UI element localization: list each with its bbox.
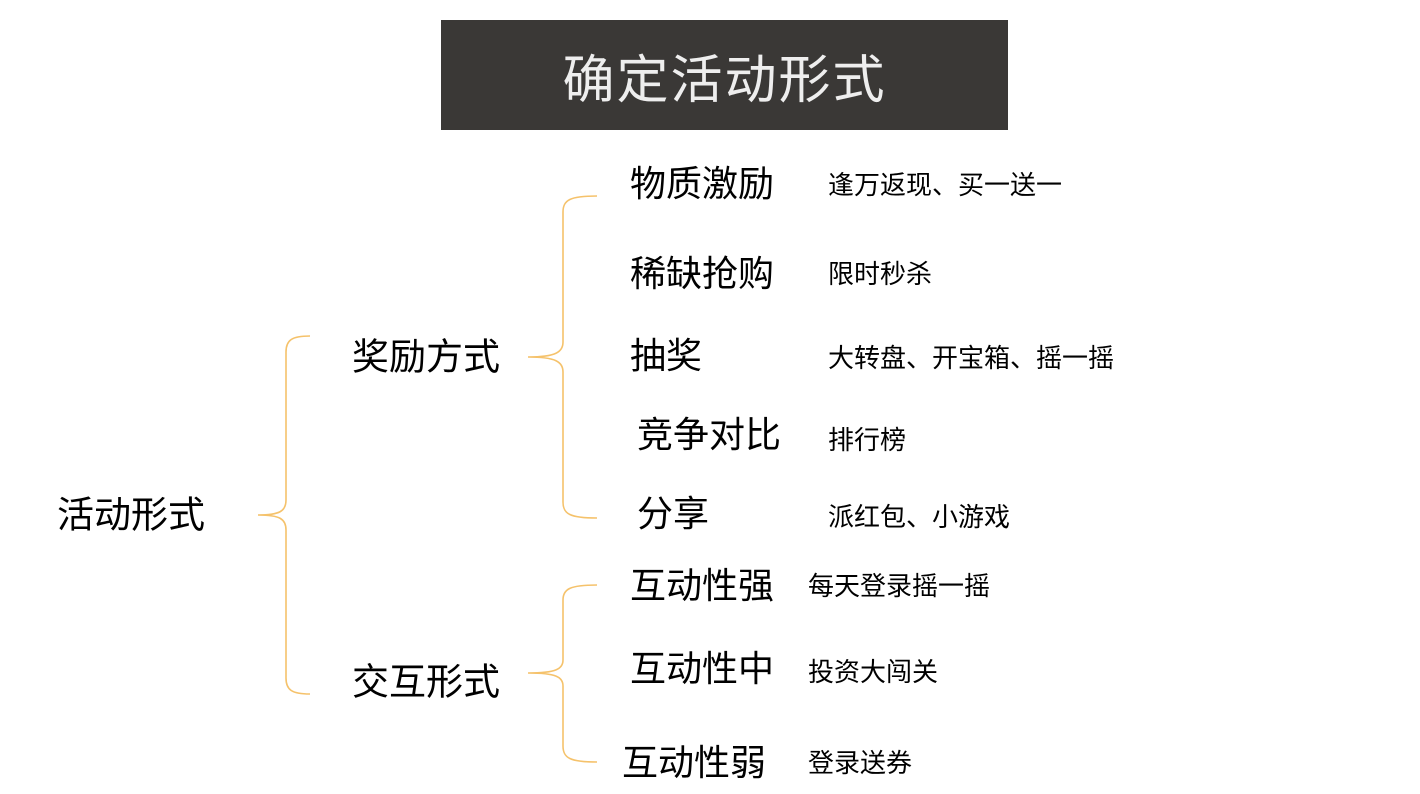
item-examples: 登录送券	[808, 749, 913, 779]
item-lottery: 抽奖	[630, 336, 703, 377]
item-low-interaction: 互动性弱	[622, 743, 767, 784]
item-scarcity: 稀缺抢购	[630, 254, 775, 295]
item-examples: 排行榜	[828, 426, 907, 456]
page-title: 确定活动形式	[562, 50, 887, 111]
group-rewards: 奖励方式	[352, 335, 500, 379]
item-examples: 每天登录摇一摇	[808, 572, 991, 602]
brace-root	[257, 335, 311, 695]
item-examples: 派红包、小游戏	[828, 503, 1011, 533]
item-high-interaction: 互动性强	[630, 566, 775, 607]
item-examples: 限时秒杀	[828, 260, 933, 290]
item-examples: 大转盘、开宝箱、摇一摇	[828, 344, 1115, 374]
item-medium-interaction: 互动性中	[630, 649, 775, 690]
group-interaction: 交互形式	[352, 660, 500, 704]
brace-rewards	[527, 195, 598, 519]
item-examples: 逢万返现、买一送一	[828, 171, 1063, 201]
item-examples: 投资大闯关	[808, 658, 939, 688]
item-competition: 竞争对比	[637, 415, 782, 456]
root-node: 活动形式	[57, 493, 205, 537]
item-share: 分享	[637, 494, 710, 535]
title-banner: 确定活动形式	[441, 20, 1008, 130]
item-material-incentive: 物质激励	[630, 164, 775, 205]
brace-interaction	[527, 584, 598, 763]
